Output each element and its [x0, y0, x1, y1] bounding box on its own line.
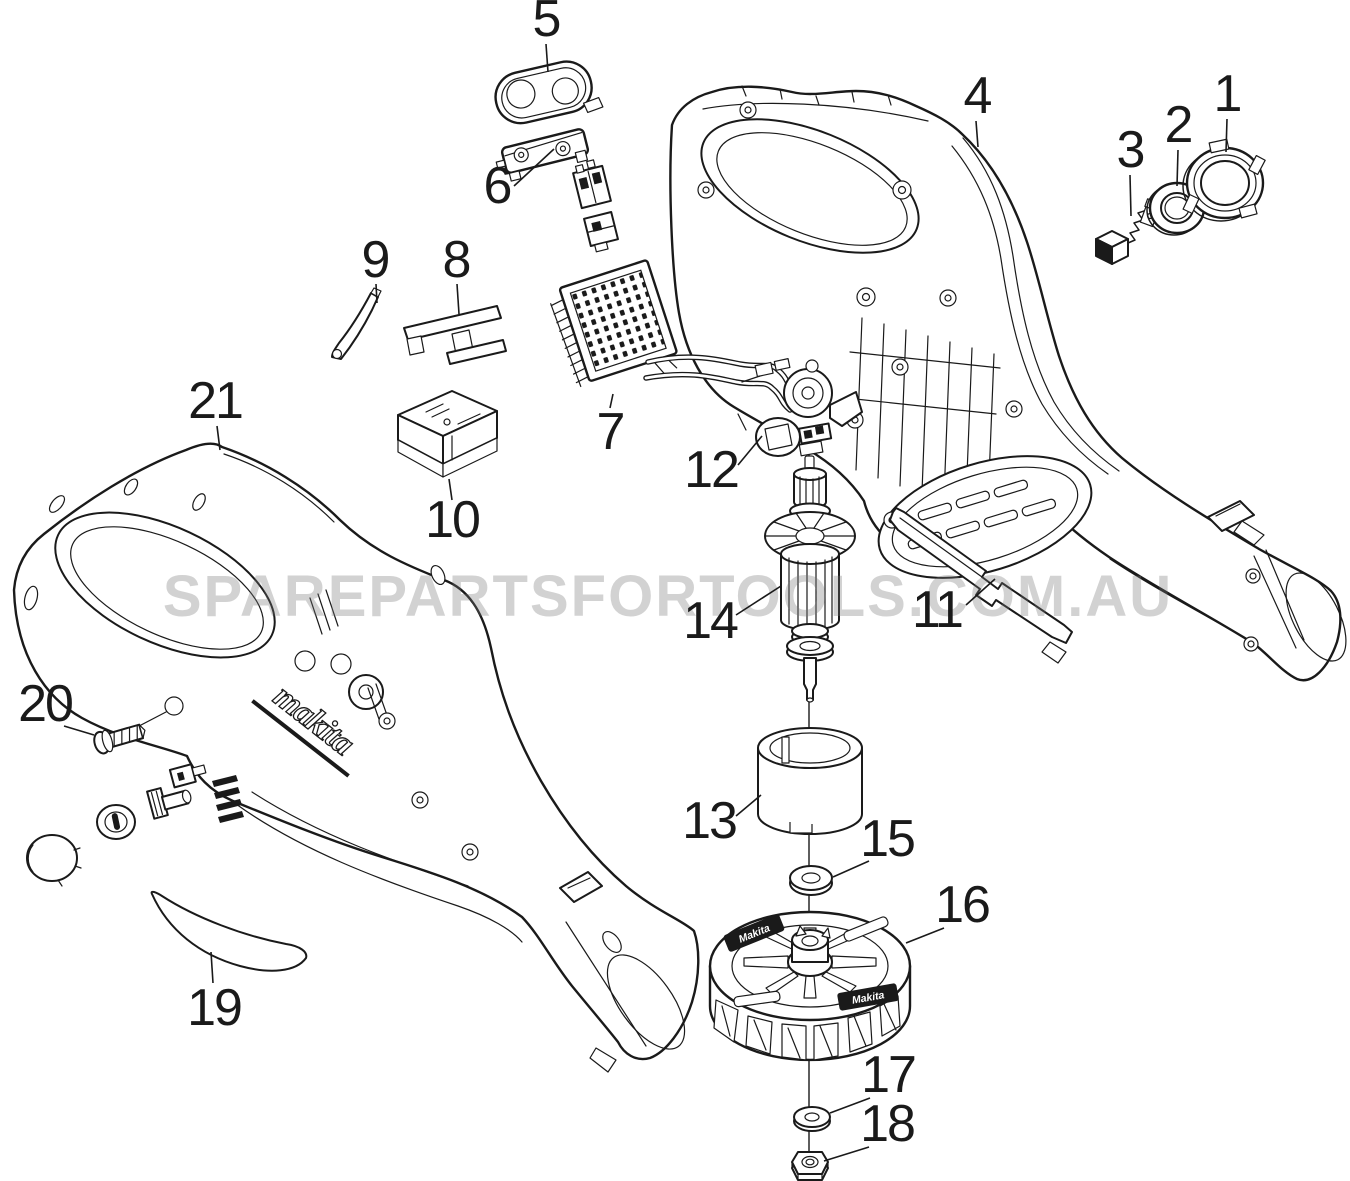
- part-label-20: 20: [18, 675, 72, 733]
- svg-text:Makita: Makita: [851, 989, 885, 1007]
- fan-makita-label: Makita: [837, 983, 899, 1011]
- part-19-cover-plate: [150, 890, 308, 972]
- part-label-19: 19: [187, 979, 241, 1037]
- part-18-nut: [791, 1151, 829, 1181]
- part-label-1: 1: [1214, 65, 1241, 123]
- leader-line-6: [513, 148, 555, 187]
- grip-hatch: [212, 775, 244, 823]
- round-cap: [26, 834, 82, 887]
- part-13-sleeve: [757, 727, 863, 835]
- leader-line-10: [448, 478, 453, 501]
- leader-line-4: [975, 120, 979, 148]
- leader-line-3: [1129, 174, 1132, 217]
- part-14-armature: [764, 455, 856, 703]
- part-label-18: 18: [860, 1095, 914, 1153]
- leader-line-21: [216, 425, 221, 451]
- leader-line-8: [456, 283, 460, 315]
- part-label-15: 15: [860, 810, 914, 868]
- part-16-fan: Makita Makita: [708, 910, 912, 1062]
- leader-line-20: [63, 725, 95, 736]
- part-label-4: 4: [964, 67, 992, 125]
- leader-line-11: [965, 578, 996, 606]
- part-7-controller: [550, 259, 678, 388]
- part-5-switch-cover: [494, 60, 604, 125]
- part-label-3: 3: [1117, 121, 1144, 179]
- part-label-6: 6: [484, 157, 511, 215]
- cap-with-slot: [96, 804, 136, 840]
- part-label-21: 21: [188, 372, 242, 430]
- leader-line-7: [609, 393, 614, 409]
- part-11-bar: [889, 507, 1073, 664]
- part-label-8: 8: [443, 231, 470, 289]
- leader-line-5: [545, 43, 549, 73]
- part-9-lever-spring: [331, 287, 382, 360]
- watermark-text: SPAREPARTSFORTOOLS.COM.AU: [163, 564, 1173, 629]
- leader-line-18: [823, 1146, 870, 1162]
- leader-line-1: [1225, 118, 1228, 153]
- part-label-17: 17: [861, 1046, 915, 1104]
- connector-block-upper: [572, 159, 612, 210]
- leader-line-14: [735, 585, 782, 616]
- part-6-lever: [495, 128, 590, 182]
- leader-line-13: [735, 794, 762, 817]
- lock-button: [146, 787, 192, 820]
- connector-block-lower: [583, 211, 619, 253]
- part-15-washer: [789, 865, 833, 896]
- part-10-terminal-block: [397, 390, 498, 478]
- leader-line-15: [832, 860, 870, 878]
- part-label-16: 16: [935, 876, 989, 934]
- part-label-13: 13: [682, 792, 736, 850]
- fan-spokes: [743, 927, 877, 999]
- part-label-11: 11: [912, 581, 962, 639]
- part-17-washer: [793, 1106, 831, 1132]
- leader-line-16: [905, 927, 945, 944]
- part-4-right-housing: [669, 85, 1347, 682]
- part-1-ring-sleeve: [1182, 138, 1266, 222]
- part-label-10: 10: [425, 491, 479, 549]
- part-label-12: 12: [684, 441, 738, 499]
- part-20-screw: [93, 723, 146, 755]
- part-label-14: 14: [683, 592, 738, 650]
- leader-line-19: [210, 951, 214, 984]
- part-label-9: 9: [362, 231, 389, 289]
- leader-line-2: [1176, 149, 1179, 187]
- part-label-7: 7: [597, 403, 624, 461]
- small-connector: [168, 763, 207, 789]
- part-8-bracket: [403, 305, 507, 365]
- fan-skirt-windows: [713, 995, 901, 1061]
- part-label-2: 2: [1165, 96, 1192, 154]
- part-21-left-housing: makita: [12, 442, 700, 1073]
- part-label-5: 5: [533, 0, 560, 48]
- leader-line-9: [375, 283, 378, 304]
- leader-line-17: [829, 1097, 871, 1114]
- leader-line-12: [737, 435, 763, 466]
- part-12-switch-assembly: [737, 358, 863, 457]
